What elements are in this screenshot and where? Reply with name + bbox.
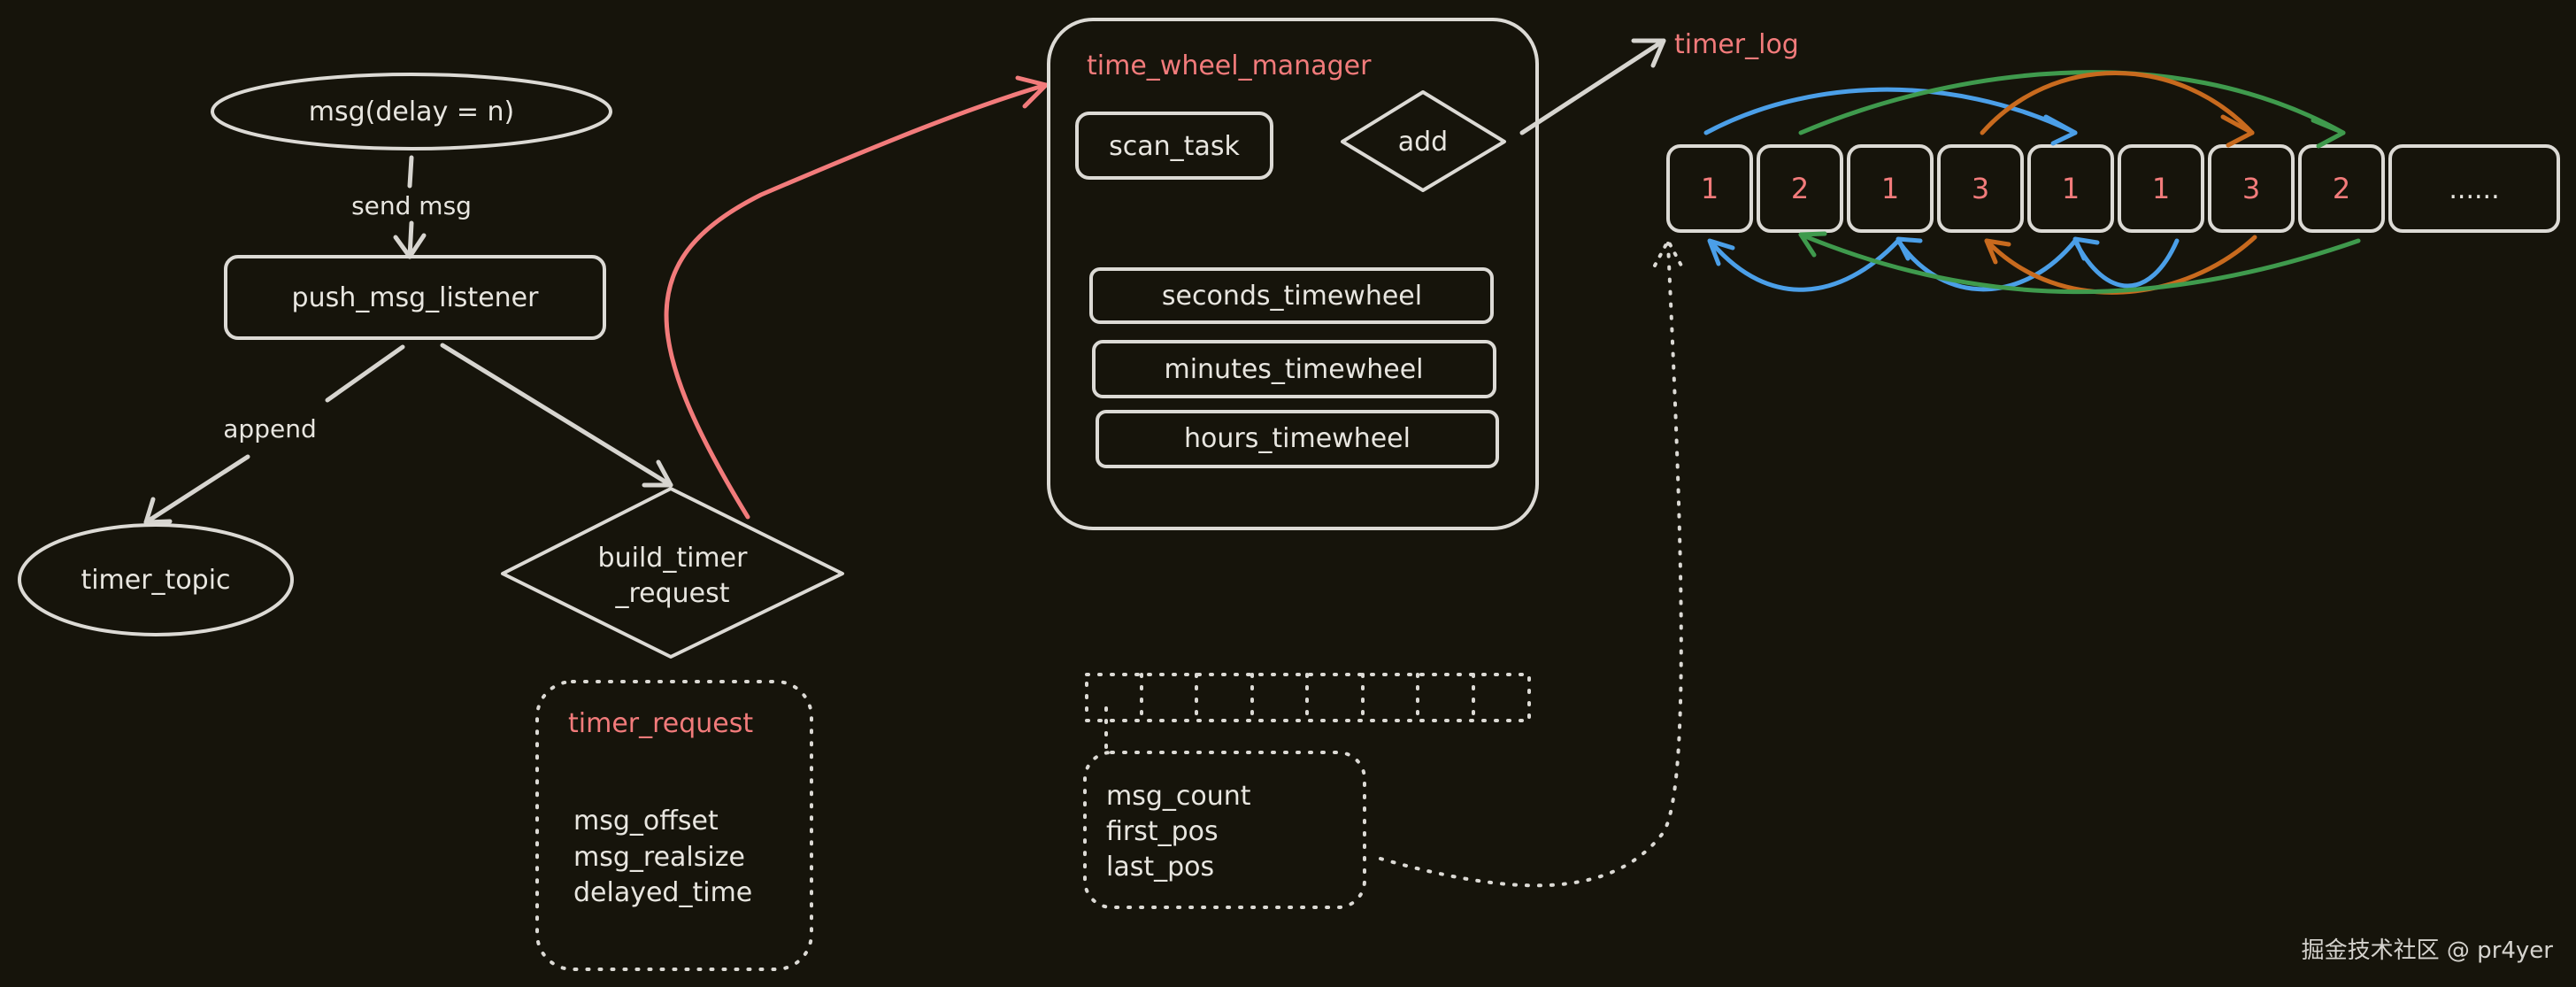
watermark: 掘金技术社区 @ pr4yer [2302,937,2554,964]
green-link-bottom [1798,232,2361,295]
log-cell-value: ...... [2449,174,2499,205]
orange-link-top [1980,71,2255,135]
log-cell-value: 2 [1791,172,1809,205]
log-cell-value: 1 [1701,172,1719,205]
timer-request-field: delayed_time [573,877,752,908]
slot-meta-field: last_pos [1106,852,1214,883]
blue-link-bottom-3 [2072,238,2180,289]
send-msg-arrow: send msg [351,155,472,259]
timer-log-label: timer_log [1674,29,1799,60]
log-cell: 1 [2027,144,2114,233]
log-cell: 2 [2298,144,2385,233]
msg-node: msg(delay = n) [211,73,612,150]
timer-request-field: msg_offset [573,806,719,837]
log-cell-value: 3 [1972,172,1989,205]
log-cell: ...... [2388,144,2560,233]
slot-meta-box: msg_count first_pos last_pos [1083,751,1366,909]
append-label: append [223,414,316,443]
build-timer-label-1: build_timer [598,543,749,574]
build-timer-label-2: _request [614,578,729,609]
push-msg-listener-node: push_msg_listener [224,255,606,340]
slot-bar [1085,673,1531,754]
timer-log-cells: 1 2 1 3 1 1 3 2...... [1666,144,2560,233]
scan-task-node: scan_task [1075,112,1273,180]
scan-task-label: scan_task [1109,131,1240,162]
log-cell-value: 3 [2242,172,2260,205]
log-cell: 1 [1847,144,1934,233]
log-links [1703,70,2361,295]
log-cell: 1 [2118,144,2204,233]
push-msg-listener-label: push_msg_listener [292,282,540,313]
green-link-top [1798,70,2346,135]
send-msg-label: send msg [351,191,472,220]
log-cell-value: 1 [1881,172,1899,205]
build-arrow [440,343,673,488]
blue-link-bottom-2 [1895,238,2078,292]
log-cell: 3 [2208,144,2295,233]
build-timer-request-node: build_timer _request [501,487,844,659]
arrow-to-timer-log [1519,38,1666,135]
seconds-timewheel-label: seconds_timewheel [1162,281,1422,312]
msg-label: msg(delay = n) [309,96,515,127]
dotted-arrow-to-log [1379,236,1683,888]
slot-meta-field: first_pos [1106,816,1219,847]
log-cell: 3 [1937,144,2024,233]
log-cell-value: 1 [2062,172,2080,205]
hours-timewheel: hours_timewheel [1096,410,1499,468]
log-cell: 2 [1757,144,1843,233]
minutes-timewheel-label: minutes_timewheel [1164,354,1423,385]
manager-title: time_wheel_manager [1087,50,1372,81]
blue-link-bottom-1 [1710,238,1901,292]
hours-timewheel-label: hours_timewheel [1184,423,1411,454]
add-label: add [1398,127,1448,158]
blue-link-top [1703,87,2078,135]
red-arrow-to-manager [664,75,1049,520]
timer-topic-node: timer_topic [18,523,294,636]
add-node: add [1341,90,1506,192]
log-cell: 1 [1666,144,1753,233]
time-wheel-manager-box: time_wheel_manager scan_task add seconds… [1047,18,1539,530]
timer-request-box: timer_request msg_offset msg_realsize de… [535,680,813,971]
timer-topic-label: timer_topic [81,565,230,596]
seconds-timewheel: seconds_timewheel [1089,267,1494,324]
timer-request-title: timer_request [568,708,753,739]
timer-request-field: msg_realsize [573,842,745,873]
minutes-timewheel: minutes_timewheel [1092,340,1496,398]
slot-meta-field: msg_count [1106,781,1251,812]
log-cell-value: 1 [2152,172,2170,205]
append-arrow: append [143,344,405,525]
log-cell-value: 2 [2333,172,2350,205]
